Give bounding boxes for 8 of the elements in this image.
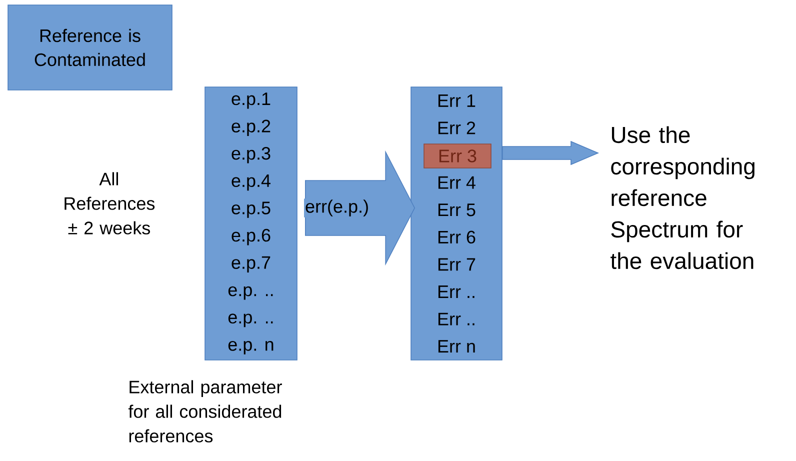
side-note: All References ± 2 weeks bbox=[64, 172, 155, 234]
block-arrow bbox=[502, 140, 600, 166]
highlight-box: Err 3 bbox=[424, 144, 492, 168]
result-text: Use the corresponding reference Spectrum for the evaluation bbox=[610, 126, 754, 270]
list-column: e.p.1 e.p.2 e.p.3 e.p.4 e.p.5 e.p.6 e.p.7 e.p. .. e.p. .. e.p. n bbox=[204, 86, 298, 360]
edge-label: err(e.p.) bbox=[304, 198, 370, 218]
title-box: Reference is Contaminated bbox=[8, 4, 172, 90]
footnote-text: External parameter for all considerated references bbox=[128, 380, 282, 442]
